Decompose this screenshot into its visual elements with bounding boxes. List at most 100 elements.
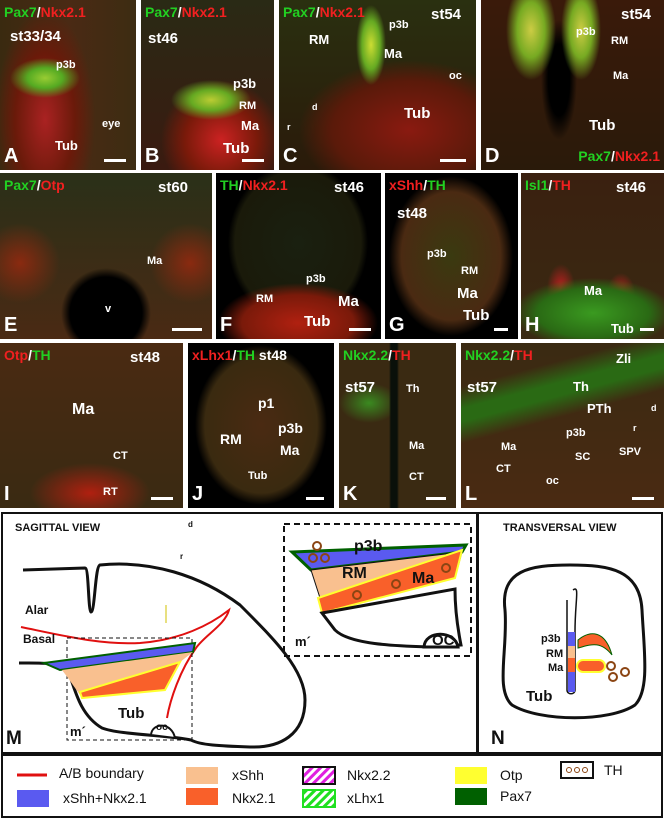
region-label: Th (573, 379, 589, 394)
region-label: CT (409, 471, 424, 483)
panel-letter: B (145, 145, 160, 167)
axis-r-label: r (287, 122, 291, 132)
region-label: p3b (56, 59, 76, 71)
region-label: oc (449, 70, 462, 82)
region-label: p1 (258, 395, 275, 411)
oc-label: oc (156, 722, 168, 733)
region-label: Ma (72, 401, 95, 418)
region-label: Ma (613, 70, 629, 82)
panel-n-frame (477, 512, 663, 754)
region-label: p3b (389, 19, 409, 31)
panel-letter: G (389, 314, 405, 336)
region-label: SPV (619, 446, 642, 458)
panel-e: Pax7/Otp st60 Ma v E (0, 173, 212, 339)
legend-item-nkx21: Nkx2.1 (232, 790, 276, 806)
panel-letter: H (525, 314, 540, 336)
scale-bar (242, 159, 264, 162)
legend-frame (1, 754, 663, 818)
legend-item-th: TH (604, 762, 623, 778)
legend-item-xshh-nkx21: xShh+Nkx2.1 (63, 790, 147, 806)
panel-letter: N (491, 728, 505, 749)
inset-oc-label: OC (432, 632, 455, 649)
stage-label: st46 (148, 30, 179, 47)
stage-label: st54 (621, 6, 652, 23)
mprime-label: m´ (70, 724, 86, 739)
region-label: CT (496, 463, 511, 475)
scale-bar (640, 328, 654, 331)
stage-label: st60 (158, 179, 189, 196)
panel-j: xLhx1/TH st48 p1 p3b RM Ma Tub J (188, 343, 334, 508)
scale-bar (151, 497, 173, 500)
scale-bar (494, 328, 508, 331)
panel-letter: M (6, 728, 22, 749)
panel-g: xShh/TH st48 p3b RM Ma Tub G (385, 173, 518, 339)
panel-h: Isl1/TH st46 Ma Tub H (521, 173, 664, 339)
region-label: Tub (611, 321, 634, 336)
region-label: RM (611, 35, 629, 47)
stage-label: st46 (334, 179, 365, 196)
region-label: Ma (584, 283, 603, 298)
transverse-outline (501, 563, 647, 720)
region-label: Tub (223, 140, 250, 157)
region-label: RM (256, 293, 274, 305)
region-label: p3b (576, 26, 596, 38)
n-ma-label: Ma (548, 662, 564, 674)
inset-rm-label: RM (342, 565, 367, 582)
scale-bar (349, 328, 371, 331)
region-label: Ma (457, 285, 478, 302)
region-label: p3b (306, 273, 326, 285)
region-label: Ma (501, 441, 517, 453)
legend-item-otp: Otp (500, 767, 523, 783)
region-label: Tub (404, 105, 431, 122)
panel-l: Nkx2.2/TH st57 Zli Th PTh p3b Ma CT SC S… (461, 343, 664, 508)
region-label: v (105, 303, 112, 315)
ab-boundary-line (20, 607, 231, 719)
region-label: Tub (304, 313, 331, 330)
stage-label: st33/34 (10, 28, 61, 45)
region-label: RT (103, 486, 118, 498)
region-label: p3b (233, 76, 257, 91)
axis-d-label: d (188, 520, 193, 529)
region-label: Ma (147, 255, 163, 267)
inset-p3b-label: p3b (354, 538, 383, 555)
region-label: Ma (280, 442, 300, 458)
region-label: p3b (566, 427, 586, 439)
legend-item-pax7: Pax7 (500, 788, 532, 804)
stage-label: st54 (431, 6, 462, 23)
panel-d: p3b RM Ma Tub st54 Pax7/Nkx2.1 D (481, 0, 664, 170)
panel-letter: C (283, 145, 298, 167)
stage-label: st57 (345, 379, 376, 396)
region-label: Tub (589, 117, 616, 134)
panel-letter: D (485, 145, 500, 167)
scale-bar (440, 159, 466, 162)
region-label: p3b (278, 420, 303, 436)
scale-bar (172, 328, 202, 331)
region-label: Zli (616, 351, 632, 366)
inset-ma-label: Ma (412, 570, 435, 587)
legend-item-xshh: xShh (232, 767, 264, 783)
axis-d-label: d (651, 403, 657, 413)
panel-letter: A (4, 145, 19, 167)
stage-label: st48 (130, 349, 161, 366)
region-label: Ma (384, 46, 403, 61)
stage-label: st57 (467, 379, 498, 396)
schematic-diagram (1, 512, 663, 818)
transversal-view-title: TRANSVERSAL VIEW (503, 522, 617, 534)
panel-a: Pax7/Nkx2.1 st33/34 p3b Tub eye A (0, 0, 136, 170)
axis-r-label: r (633, 423, 637, 433)
region-label: SC (575, 451, 591, 463)
legend-item-xlhx1: xLhx1 (347, 790, 385, 806)
panel-c: Pax7/Nkx2.1 st54 p3b RM Ma oc Tub d r C (279, 0, 476, 170)
region-label: PTh (587, 401, 612, 416)
stage-label: st46 (616, 179, 647, 196)
panel-letter: I (4, 483, 10, 505)
scale-bar (426, 497, 446, 500)
legend-item-nkx22: Nkx2.2 (347, 767, 391, 783)
stain-label: Pax7/Nkx2.1 (4, 4, 86, 20)
n-rm-label: RM (546, 648, 564, 660)
alar-label: Alar (25, 603, 49, 617)
panel-letter: J (192, 483, 204, 505)
panel-f: TH/Nkx2.1 st46 p3b RM Ma Tub F (216, 173, 381, 339)
panel-letter: F (220, 314, 233, 336)
region-label: eye (102, 118, 121, 130)
